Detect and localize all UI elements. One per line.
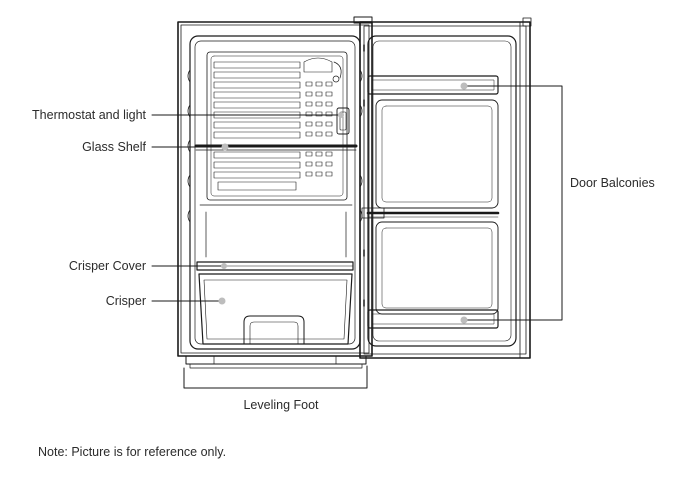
label-leveling-foot: Leveling Foot: [243, 398, 319, 412]
door-balcony-middle: [366, 211, 500, 218]
door-balcony-bottom: [367, 309, 499, 329]
dot-thermostat: [338, 112, 344, 118]
label-door-balconies: Door Balconies: [570, 176, 655, 190]
thermostat-housing: [336, 107, 350, 135]
dot-crisper-cover: [221, 263, 227, 269]
door-balcony-top: [367, 75, 499, 95]
label-crisper-cover: Crisper Cover: [69, 259, 146, 273]
lower-compartment: [199, 204, 353, 258]
door: [359, 17, 532, 359]
crisper-drawer: [198, 273, 353, 345]
back-panel: [206, 51, 348, 201]
leader-leveling-foot: [183, 365, 368, 389]
dot-crisper: [218, 297, 226, 305]
label-thermostat: Thermostat and light: [32, 108, 146, 122]
dot-glass-shelf: [221, 143, 229, 151]
callout-lines: [151, 85, 563, 389]
cabinet-base: [185, 355, 367, 369]
reference-note: Note: Picture is for reference only.: [38, 445, 227, 459]
indicator-dots: [218, 82, 468, 324]
label-crisper: Crisper: [106, 294, 146, 308]
leader-door-balconies: [463, 85, 563, 321]
dot-balcony-bottom: [460, 316, 468, 324]
label-glass-shelf: Glass Shelf: [82, 140, 146, 154]
dot-balcony-top: [460, 82, 468, 90]
